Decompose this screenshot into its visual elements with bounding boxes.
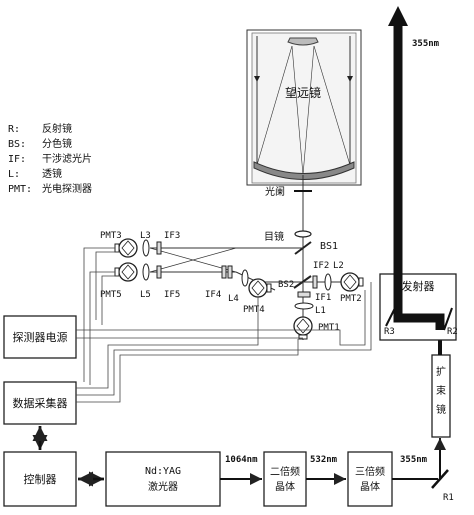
thg-box <box>347 451 393 507</box>
if5-label: IF5 <box>164 290 180 300</box>
pmt-wiring <box>76 247 372 403</box>
legend-key-r: R: <box>8 124 20 135</box>
daq-label: 数据采集器 <box>13 396 68 410</box>
r1-label: R1 <box>443 493 454 503</box>
eyepiece-label: 目镜 <box>264 230 284 243</box>
controller-label: 控制器 <box>24 472 57 486</box>
l3-label: L3 <box>140 231 151 241</box>
l2-label: L2 <box>333 261 344 271</box>
beam-355-output <box>393 20 445 330</box>
legend-key-l: L: <box>8 169 20 180</box>
l3-lens <box>142 239 150 257</box>
r3-mirror <box>385 305 397 327</box>
if3-label: IF3 <box>164 231 180 241</box>
if4-filter <box>221 265 227 279</box>
daq-box <box>3 381 77 425</box>
legend-desc-r: 反射镜 <box>42 122 72 135</box>
l1-lens <box>294 302 314 310</box>
label-355-bottom: 355nm <box>400 455 428 465</box>
detector-power-label: 探测器电源 <box>13 330 68 344</box>
r3-label: R3 <box>384 327 395 337</box>
laser-label-line2: 激光器 <box>148 480 178 493</box>
expander-char-3: 镜 <box>436 403 446 416</box>
l1-label: L1 <box>315 306 326 316</box>
l2-lens <box>324 273 332 291</box>
if2-filter <box>312 275 318 289</box>
eyepiece-lens <box>294 230 312 238</box>
pmt5-detector <box>114 262 138 282</box>
telescope-label: 望远镜 <box>285 85 321 100</box>
legend-key-bs: BS: <box>8 139 26 150</box>
legend: R: 反射镜 BS: 分色镜 IF: 干涉滤光片 L: 透镜 PMT: 光电探测… <box>8 122 92 195</box>
laser-label-line1: Nd:YAG <box>145 466 181 477</box>
if1-filter <box>297 291 311 298</box>
expander-char-1: 扩 <box>436 365 446 378</box>
pmt4-detector <box>248 278 272 298</box>
controller-box <box>3 451 77 507</box>
if1-label: IF1 <box>315 293 331 303</box>
thg-label-line1: 三倍频 <box>355 465 385 478</box>
if5-filter <box>156 265 162 279</box>
pmt2-label: PMT2 <box>340 294 362 304</box>
aperture-label: 光阑 <box>265 185 285 198</box>
if2-label: IF2 <box>313 261 329 271</box>
l5-label: L5 <box>140 290 151 300</box>
legend-key-if: IF: <box>8 154 26 165</box>
output-arrow <box>388 6 408 26</box>
label-355-top: 355nm <box>412 39 440 49</box>
label-1064: 1064nm <box>225 455 258 465</box>
shg-box <box>263 451 307 507</box>
label-532: 532nm <box>310 455 338 465</box>
legend-key-pmt: PMT: <box>8 184 32 195</box>
l4-label: L4 <box>228 294 239 304</box>
shg-label-line2: 晶体 <box>275 481 295 493</box>
l4-lens <box>241 269 249 287</box>
telescope: 望远镜 <box>246 29 362 186</box>
expander-char-2: 束 <box>436 385 446 397</box>
pmt1-label: PMT1 <box>318 323 340 333</box>
detector-power-box <box>3 315 77 359</box>
if3-filter <box>156 241 162 255</box>
pmt3-detector <box>114 238 138 258</box>
laser-box <box>105 451 221 507</box>
r2-mirror <box>443 307 453 331</box>
legend-desc-if: 干涉滤光片 <box>42 152 92 165</box>
shg-label-line1: 二倍频 <box>270 465 300 478</box>
if4-label: IF4 <box>205 290 221 300</box>
legend-desc-bs: 分色镜 <box>42 137 72 150</box>
l5-lens <box>142 263 150 281</box>
pmt1-detector <box>293 316 313 340</box>
legend-desc-pmt: 光电探测器 <box>42 182 92 195</box>
r2-label: R2 <box>447 327 458 337</box>
pmt3-label: PMT3 <box>100 231 122 241</box>
transmitter-label: 发射器 <box>402 279 435 293</box>
bs1-label: BS1 <box>320 241 338 252</box>
bs2-label: BS2 <box>278 280 294 290</box>
pmt2-detector <box>340 272 364 292</box>
pmt5-label: PMT5 <box>100 290 122 300</box>
pmt4-label: PMT4 <box>243 305 265 315</box>
legend-desc-l: 透镜 <box>42 167 62 180</box>
thg-label-line2: 晶体 <box>360 481 380 493</box>
